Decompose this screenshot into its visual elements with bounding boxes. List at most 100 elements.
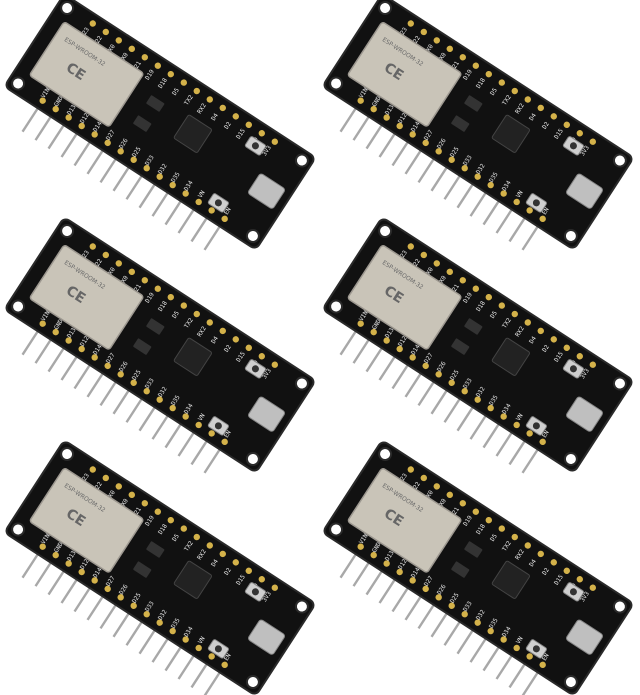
pin-label-bottom: VN	[197, 412, 207, 422]
mounting-hole	[245, 228, 260, 243]
pin-label-bottom: D14	[410, 343, 422, 356]
pin-label-top: D18	[157, 523, 169, 536]
regulator-chip	[464, 95, 483, 112]
pin-label-top: D18	[475, 300, 487, 313]
pin-label-top: D4	[210, 112, 220, 122]
pin-label-bottom: D13	[384, 103, 396, 116]
pin-label-bottom: D13	[66, 326, 78, 339]
pad-row-top	[407, 243, 596, 368]
pin-label-bottom: VN	[197, 635, 207, 645]
pin-label-top: RX0	[118, 274, 130, 287]
pin-label-bottom: D33	[462, 377, 474, 390]
pin-label-top: D22	[92, 34, 104, 47]
pin-label-top: D2	[223, 343, 233, 353]
usb-uart-chip	[491, 337, 530, 376]
pin-label-bottom: D13	[384, 326, 396, 339]
pin-label-bottom: D25	[131, 145, 143, 158]
pin-label-top: D23	[79, 249, 91, 262]
pad-row-bottom	[39, 543, 228, 669]
pad-row-bottom	[357, 97, 546, 223]
mounting-hole	[60, 224, 75, 239]
pin-label-bottom: D27	[423, 352, 435, 365]
pin-label-bottom: D13	[384, 549, 396, 562]
pin-label-top: D22	[410, 480, 422, 493]
pin-label-bottom: D34	[183, 402, 195, 415]
pin-label-top: D21	[449, 283, 461, 296]
regulator-chip	[146, 541, 165, 558]
pin-label-top: D22	[92, 257, 104, 270]
pin-label-bottom: D35	[488, 171, 500, 184]
pin-label-top: TX0	[105, 489, 117, 502]
pin-label-bottom: D26	[118, 360, 130, 373]
pin-label-top: D15	[235, 127, 247, 140]
pin-label-bottom: D32	[157, 385, 169, 398]
pin-label-top: TX0	[105, 43, 117, 56]
pin-label-bottom: D32	[475, 385, 487, 398]
header-pins	[339, 107, 539, 251]
pcb-body	[5, 441, 315, 695]
header-pins	[339, 330, 539, 474]
pin-label-top: TX2	[183, 317, 195, 330]
button-cap	[532, 422, 540, 430]
button-cap	[569, 142, 577, 150]
pcb-body	[5, 218, 315, 472]
pin-label-top: D2	[223, 120, 233, 130]
pin-label-top: D19	[462, 291, 474, 304]
pin-label-top: D21	[131, 506, 143, 519]
pin-label-top: D4	[528, 335, 538, 345]
micro-usb-port	[248, 396, 285, 432]
pin-label-top: RX0	[436, 51, 448, 64]
header-pins	[339, 553, 539, 695]
pin-label-top: D5	[489, 310, 499, 320]
mounting-hole	[612, 153, 627, 168]
pin-label-top: RX2	[196, 325, 208, 338]
mounting-hole	[329, 299, 344, 314]
regulator-chip	[146, 318, 165, 335]
pin-label-top: 3V3	[579, 590, 591, 603]
pin-label-bottom: VIN	[358, 86, 370, 99]
pin-label-top: D5	[171, 533, 181, 543]
rf-module-shield	[347, 22, 462, 127]
pin-label-bottom: VIN	[40, 309, 52, 322]
esp32-board: D23D22TX0RX0D21D19D18D5TX2RX2D4D2D15GND3…	[323, 0, 633, 251]
mounting-hole	[378, 224, 393, 239]
pin-label-bottom: D26	[436, 137, 448, 150]
pin-label-top: TX0	[423, 489, 435, 502]
pin-label-top: TX0	[423, 43, 435, 56]
button-cap	[569, 588, 577, 596]
mounting-hole	[294, 376, 309, 391]
pin-label-bottom: D12	[397, 335, 409, 348]
pcb-body	[5, 0, 315, 249]
micro-usb-port	[566, 396, 603, 432]
pin-label-bottom: GND	[371, 541, 383, 554]
pin-label-bottom: D35	[488, 617, 500, 630]
pin-label-top: D23	[79, 472, 91, 485]
pin-label-bottom: D34	[501, 625, 513, 638]
pin-label-bottom: GND	[53, 541, 65, 554]
pin-label-bottom: D33	[144, 377, 156, 390]
pin-label-bottom: D12	[79, 112, 91, 125]
button-cap	[214, 645, 222, 653]
pin-label-top: D21	[131, 283, 143, 296]
pin-label-top: D19	[462, 514, 474, 527]
pin-label-top: D15	[235, 573, 247, 586]
pin-label-bottom: D14	[410, 120, 422, 133]
smd-component	[451, 338, 470, 355]
pin-label-bottom: D27	[105, 575, 117, 588]
pin-label-bottom: D26	[118, 583, 130, 596]
mounting-hole	[245, 674, 260, 689]
pin-label-bottom: D35	[170, 617, 182, 630]
pin-label-top: D5	[171, 310, 181, 320]
pin-label-top: RX2	[514, 102, 526, 115]
pcb-body	[323, 0, 633, 249]
pad-row-bottom	[39, 320, 228, 446]
mounting-hole	[11, 522, 26, 537]
header-pins	[21, 553, 221, 695]
smd-component	[451, 115, 470, 132]
pin-label-bottom: EN	[541, 206, 551, 216]
pin-label-top: D5	[489, 87, 499, 97]
pin-label-top: D18	[157, 300, 169, 313]
regulator-chip	[464, 541, 483, 558]
smd-component	[133, 115, 152, 132]
pad-row-bottom	[357, 543, 546, 669]
